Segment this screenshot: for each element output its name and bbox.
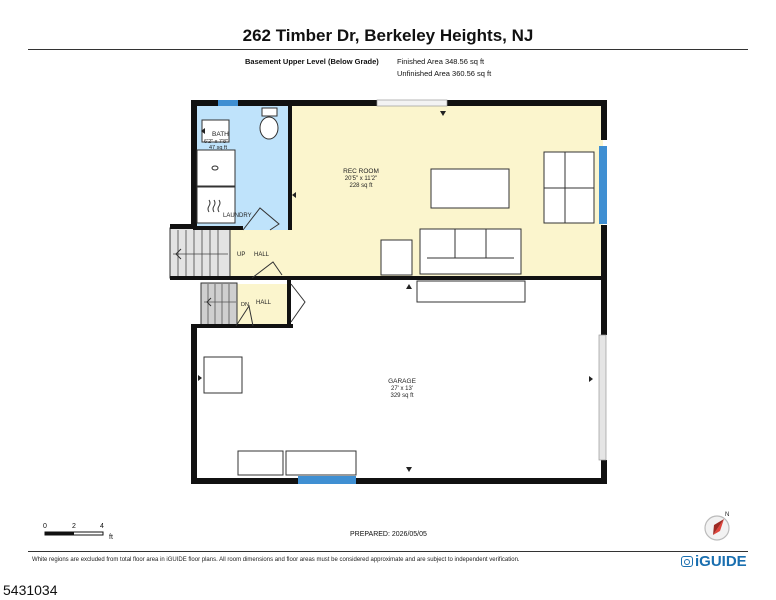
iguide-logo-icon (681, 556, 693, 567)
stairs-down[interactable] (200, 282, 238, 327)
bath-dims: 6'2" x 7'8" (204, 139, 228, 145)
garage-shelf (416, 280, 526, 303)
hall-upper-fill (230, 230, 291, 278)
title-divider (28, 49, 748, 50)
stairs-up[interactable] (169, 227, 231, 279)
laundry-door-swing (242, 207, 280, 231)
level-name: Basement Upper Level (Below Grade) (245, 57, 379, 66)
toilet-tank (261, 107, 278, 117)
footer-divider (28, 551, 748, 552)
garage-bin-right (285, 450, 357, 476)
garage-bin-left (237, 450, 284, 476)
east-wall-upper (601, 100, 607, 140)
hall-lower-name: HALL (256, 300, 272, 306)
scale-tick-4: 4 (100, 523, 104, 530)
heater-icon (207, 199, 221, 213)
rec-table (430, 168, 510, 209)
garage-furniture (203, 356, 357, 476)
laundry-name: LAUNDRY (223, 213, 252, 219)
sofa (419, 228, 522, 275)
bath-window (218, 100, 238, 106)
rec-room-area: 228 sq ft (349, 183, 372, 189)
unfinished-area: Unfinished Area 360.56 sq ft (397, 69, 492, 78)
compass-icon: N (704, 512, 730, 541)
garage-window (298, 476, 356, 484)
rec-room-dims: 20'5" x 11'2" (345, 176, 377, 182)
disclaimer: White regions are excluded from total fl… (32, 557, 520, 563)
bottom-wall (191, 478, 607, 484)
stairs-down-label: DN (241, 302, 249, 308)
scale-bar (44, 531, 104, 536)
hall-door-swing (251, 261, 283, 279)
windows (218, 99, 607, 484)
toilet-bowl (259, 116, 279, 140)
shower (196, 149, 236, 187)
compass-north: N (725, 512, 729, 518)
garage-door (598, 334, 607, 461)
prepared-date: PREPARED: 2026/05/05 (350, 531, 427, 538)
garage-west-wall (191, 324, 197, 484)
garage-area: 329 sq ft (390, 393, 413, 399)
garage-north-wall (170, 276, 604, 280)
stairs-up-label: UP (237, 252, 245, 258)
hall-lower-fill (236, 284, 291, 326)
dn-door-swing (235, 304, 254, 327)
garage-dims: 27' x 13' (391, 386, 413, 392)
rec-furniture (380, 151, 595, 303)
rec-window (376, 99, 448, 107)
brand-name: iGUIDE (695, 553, 747, 570)
listing-id: 5431034 (3, 582, 58, 598)
garage-name: GARAGE (388, 378, 416, 385)
hall-east-wall (287, 278, 291, 326)
finished-area: Finished Area 348.56 sq ft (397, 57, 485, 66)
stair-top-wall (170, 224, 197, 229)
shower-drain-icon (211, 165, 219, 171)
page-title: 262 Timber Dr, Berkeley Heights, NJ (242, 26, 534, 45)
bath-fixtures (196, 107, 280, 231)
bath-west-wall (191, 100, 197, 226)
side-table (380, 239, 413, 276)
east-window (599, 146, 607, 224)
bath-area: 47 sq ft (209, 145, 228, 151)
brand-logo[interactable]: iGUIDE (681, 553, 747, 570)
garage-entry-door (290, 283, 306, 323)
rec-room-name: REC ROOM (343, 168, 379, 175)
garage-cabinet (203, 356, 243, 394)
bath-east-wall (288, 104, 292, 230)
east-wall-lower (601, 460, 607, 484)
scale-tick-0: 0 (43, 523, 47, 530)
hall-upper-name: HALL (254, 252, 270, 258)
washer (196, 186, 236, 224)
markers (198, 111, 593, 472)
scale-unit: ft (109, 534, 113, 541)
bath-name: BATH (212, 131, 229, 138)
scale-tick-2: 2 (72, 523, 76, 530)
doors (235, 261, 306, 327)
hall-south-wall (193, 324, 293, 328)
laundry-south-wall (193, 226, 243, 230)
